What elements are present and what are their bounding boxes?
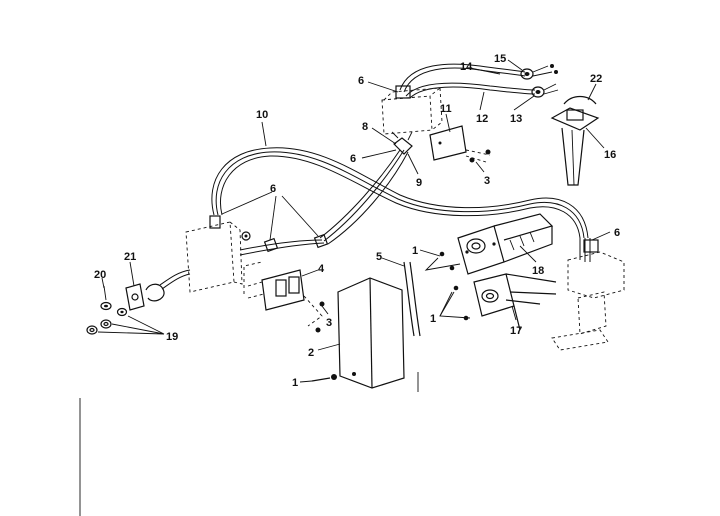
callout-22: 22 bbox=[590, 73, 602, 85]
callout-14: 14 bbox=[460, 61, 473, 73]
connector-block-top bbox=[381, 85, 443, 135]
callout-1-element-18: 1 bbox=[412, 245, 418, 257]
callout-9: 9 bbox=[416, 177, 422, 189]
leader-lines bbox=[97, 59, 611, 383]
heating-element-17 bbox=[473, 273, 557, 331]
mounting-base-right bbox=[551, 238, 625, 351]
callout-17: 17 bbox=[510, 325, 522, 337]
callout-5: 5 bbox=[376, 251, 382, 263]
callout-21: 21 bbox=[124, 251, 136, 263]
tube-5 bbox=[403, 261, 421, 337]
screws-1-element-17 bbox=[439, 285, 471, 321]
callout-6-right: 6 bbox=[614, 227, 620, 239]
control-box-left bbox=[185, 215, 251, 293]
callout-1-panel: 1 bbox=[292, 377, 298, 389]
screws-1-element-18 bbox=[424, 251, 461, 271]
callout-19: 19 bbox=[166, 331, 178, 343]
wire-leads-12-14 bbox=[399, 63, 536, 99]
callout-16: 16 bbox=[604, 149, 616, 161]
wire-harness-10 bbox=[211, 147, 589, 239]
washers-19-20 bbox=[86, 285, 128, 335]
callout-11: 11 bbox=[440, 103, 452, 115]
callout-15: 15 bbox=[494, 53, 506, 65]
callout-18: 18 bbox=[532, 265, 544, 277]
switch-21 bbox=[125, 269, 191, 311]
callout-10: 10 bbox=[256, 109, 268, 121]
clip-9 bbox=[391, 131, 413, 155]
callout-4: 4 bbox=[318, 263, 325, 275]
callout-6-top: 6 bbox=[358, 75, 364, 87]
callout-12: 12 bbox=[476, 113, 488, 125]
callout-20: 20 bbox=[94, 269, 106, 281]
terminal-plug-15 bbox=[520, 64, 558, 80]
callout-3-plate: 3 bbox=[484, 175, 490, 187]
insulator-plate-11 bbox=[429, 125, 491, 163]
terminal-block-4 bbox=[243, 261, 325, 333]
thermostat-bulb-16 bbox=[550, 95, 600, 186]
callout-6-harness: 6 bbox=[270, 183, 276, 195]
wire-bundle-9 bbox=[239, 149, 409, 256]
callout-3-block: 3 bbox=[326, 317, 332, 329]
callout-6-mid: 6 bbox=[350, 153, 356, 165]
wire-ties bbox=[263, 233, 329, 253]
callout-labels: 6 14 15 12 13 22 16 11 3 8 6 9 10 6 6 4 … bbox=[94, 53, 620, 389]
cover-panel-2 bbox=[337, 277, 419, 392]
callout-8: 8 bbox=[362, 121, 368, 133]
screw-1-panel bbox=[311, 374, 337, 382]
callout-2: 2 bbox=[308, 347, 314, 359]
callout-13: 13 bbox=[510, 113, 522, 125]
heating-element-18 bbox=[457, 213, 554, 275]
terminal-plug-13 bbox=[531, 83, 559, 98]
callout-1-element-17: 1 bbox=[430, 313, 436, 325]
